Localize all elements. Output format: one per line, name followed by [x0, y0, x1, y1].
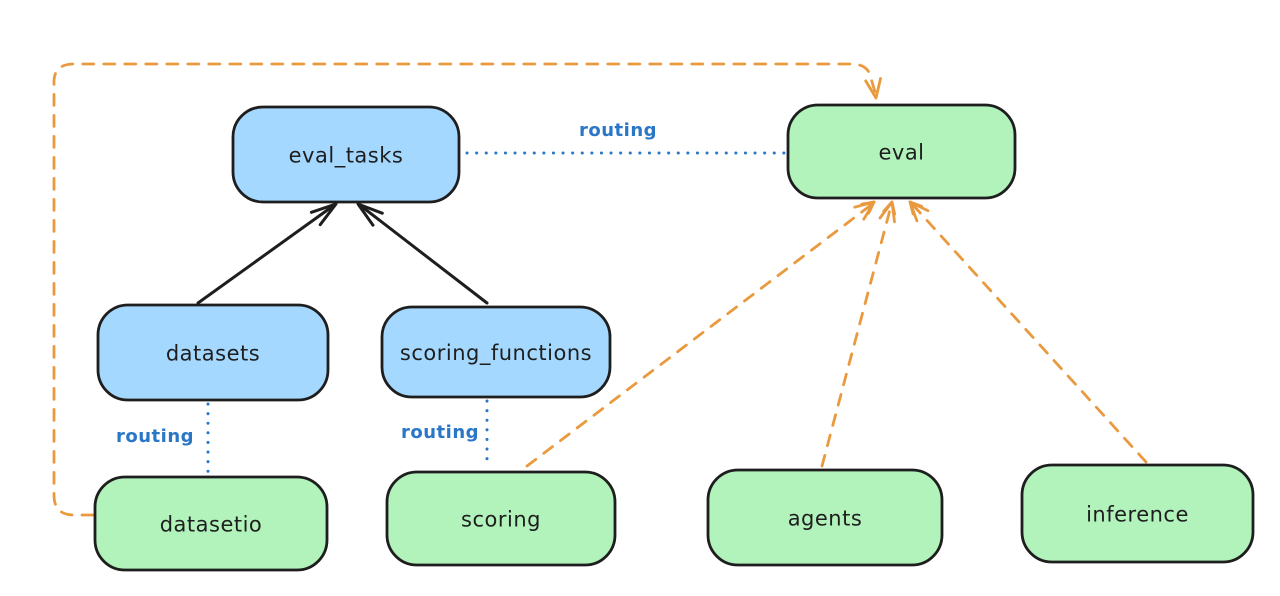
- node-inference-box: [1020, 463, 1255, 564]
- edge-inference-to-eval-arrowhead: [908, 200, 923, 216]
- node-eval: eval: [786, 103, 1017, 200]
- node-scoring: scoring: [385, 470, 617, 567]
- node-inference: inference: [1020, 463, 1255, 564]
- node-datasetio-box: [93, 475, 329, 572]
- edge-agents-to-eval-arrowhead: [882, 200, 897, 216]
- edge-scoring-to-eval-arrowhead: [860, 200, 876, 215]
- node-inference-label: inference: [1086, 503, 1189, 527]
- node-datasetio: datasetio: [93, 475, 329, 572]
- edge-datasets-to-eval-tasks: [196, 204, 335, 305]
- node-eval_tasks: eval_tasks: [231, 105, 461, 204]
- node-eval_tasks-box: [231, 105, 461, 204]
- node-datasetio-label: datasetio: [160, 513, 263, 537]
- node-datasets-box: [96, 303, 330, 402]
- edge-scoring-to-eval: [525, 203, 873, 468]
- edge-datasetio-to-eval: [52, 62, 877, 517]
- node-eval_tasks-label: eval_tasks: [289, 144, 404, 169]
- routing-label-scoring-fns-scoring: routing: [401, 422, 479, 443]
- edge-scoring-functions-to-eval-tasks-arrowhead: [356, 202, 384, 227]
- node-agents-label: agents: [788, 507, 863, 531]
- node-agents: agents: [706, 468, 944, 567]
- edge-scoring-functions-to-eval-tasks: [359, 204, 489, 305]
- node-datasets-label: datasets: [166, 342, 260, 366]
- edge-datasetio-to-eval-arrowhead: [864, 77, 882, 100]
- node-scoring_functions-label: scoring_functions: [400, 341, 592, 366]
- node-eval-label: eval: [878, 141, 924, 165]
- node-scoring_functions: scoring_functions: [380, 305, 612, 399]
- node-eval-box: [786, 103, 1017, 200]
- edge-agents-to-eval: [820, 204, 893, 468]
- node-scoring-label: scoring: [461, 508, 541, 532]
- node-agents-box: [706, 468, 944, 567]
- routing-label-eval-tasks-eval: routing: [579, 120, 657, 141]
- routing-label-datasets-datasetio: routing: [116, 426, 194, 447]
- node-scoring-box: [385, 470, 617, 567]
- edge-datasets-to-eval-tasks-arrowhead: [309, 202, 338, 227]
- node-scoring_functions-box: [380, 305, 612, 399]
- edge-inference-to-eval: [911, 203, 1148, 464]
- node-datasets: datasets: [96, 303, 330, 402]
